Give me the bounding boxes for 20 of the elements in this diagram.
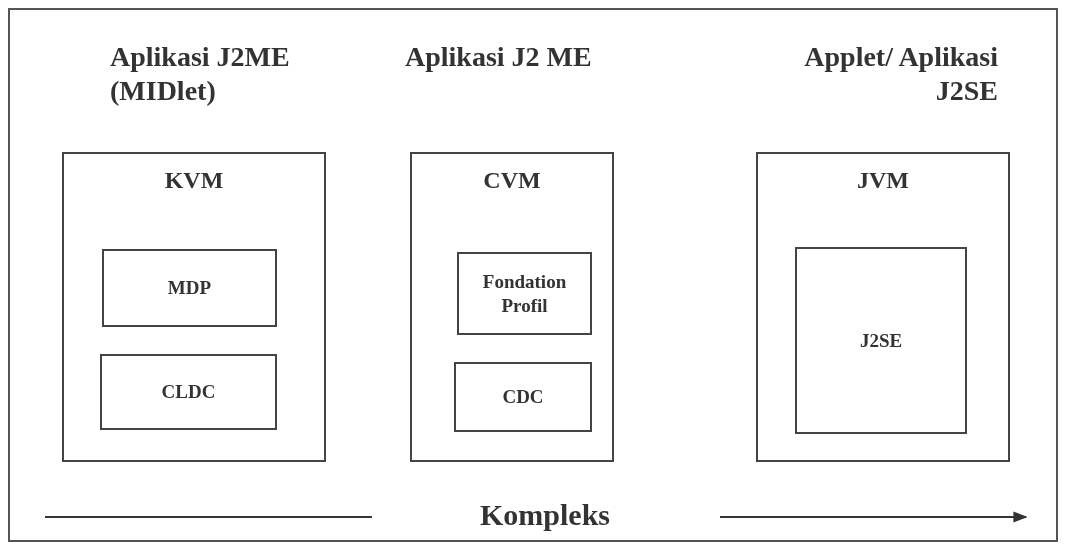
axis-label: Kompleks [479, 497, 611, 533]
component-label: Fondation Profil [481, 269, 568, 318]
column-heading: Aplikasi J2ME (MIDlet) [110, 40, 291, 108]
vm-title: JVM [856, 168, 910, 192]
component-box [795, 247, 967, 434]
column-heading: Aplikasi J2 ME [405, 40, 593, 74]
vm-box [756, 152, 1010, 462]
component-label: CLDC [160, 380, 217, 404]
vm-title: CVM [482, 168, 542, 192]
column-heading: Applet/ Aplikasi J2SE [803, 40, 998, 108]
component-label: CDC [501, 385, 545, 409]
vm-title: KVM [163, 168, 225, 192]
component-label: J2SE [858, 328, 904, 353]
component-box [457, 252, 592, 335]
component-box [102, 249, 277, 327]
vm-box [410, 152, 614, 462]
vm-box [62, 152, 326, 462]
component-box [100, 354, 277, 430]
component-box [454, 362, 592, 432]
component-label: MDP [166, 276, 213, 300]
